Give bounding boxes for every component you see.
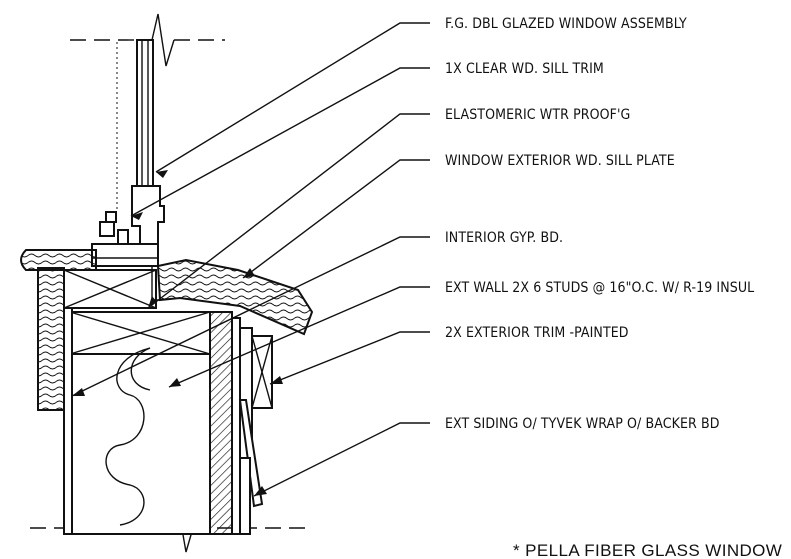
exterior-siding	[238, 399, 264, 535]
leader-lines	[71, 22, 430, 497]
insulation-batt	[105, 347, 151, 526]
callout-sill-plate: WINDOW EXTERIOR WD. SILL PLATE	[445, 153, 675, 169]
callout-waterproofing: ELASTOMERIC WTR PROOF'G	[445, 107, 630, 123]
footnote: * PELLA FIBER GLASS WINDOW	[513, 541, 782, 559]
callout-exterior-trim: 2X EXTERIOR TRIM -PAINTED	[445, 325, 629, 341]
tyvek-wrap	[231, 317, 241, 535]
glazing-unit	[136, 39, 154, 191]
callout-wall-studs: EXT WALL 2X 6 STUDS @ 16"O.C. W/ R-19 IN…	[445, 280, 754, 296]
interior-gyp-board	[63, 307, 73, 535]
sill-blocking	[63, 269, 157, 309]
callout-window-assembly: F.G. DBL GLAZED WINDOW ASSEMBLY	[445, 16, 687, 32]
exterior-trim	[239, 327, 273, 459]
stud-cavity	[71, 347, 211, 535]
callout-siding: EXT SIDING O/ TYVEK WRAP O/ BACKER BD	[445, 416, 720, 432]
top-plate	[69, 311, 211, 355]
leader-arrowheads	[72, 170, 283, 496]
callout-sill-trim: 1X CLEAR WD. SILL TRIM	[445, 61, 604, 77]
sheathing-backer-board	[209, 311, 233, 535]
window-frame	[91, 185, 165, 267]
exterior-sill-plate	[156, 258, 314, 336]
interior-apron	[37, 267, 65, 411]
callout-gyp-board: INTERIOR GYP. BD.	[445, 230, 563, 246]
